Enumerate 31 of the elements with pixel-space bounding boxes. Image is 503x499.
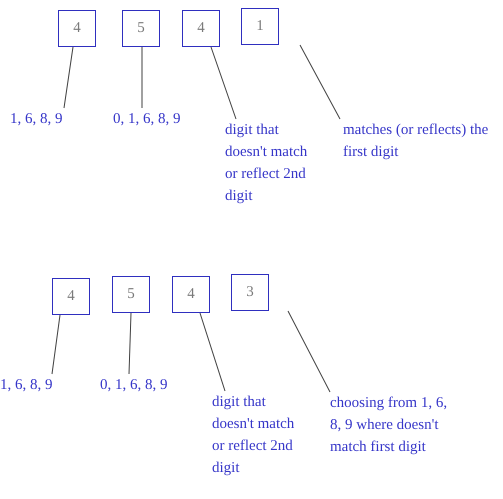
digit: 1 bbox=[256, 18, 264, 35]
digit-box bbox=[231, 274, 269, 311]
leader-line bbox=[64, 46, 74, 108]
digit-box bbox=[58, 10, 96, 47]
leader-line bbox=[210, 46, 236, 120]
annotation-text: 1, 6, 8, 9 bbox=[10, 108, 100, 130]
leader-line bbox=[300, 44, 340, 120]
digit: 4 bbox=[67, 288, 75, 305]
digit-box bbox=[182, 10, 220, 47]
digit-box bbox=[122, 10, 160, 47]
digit: 3 bbox=[246, 284, 254, 301]
digit-box bbox=[241, 8, 279, 45]
annotation-text: 0, 1, 6, 8, 9 bbox=[113, 108, 213, 130]
digit-box bbox=[52, 278, 90, 315]
digit-box bbox=[112, 276, 150, 313]
digit: 4 bbox=[73, 20, 81, 37]
annotation-text: choosing from 1, 6, 8, 9 where doesn't match first digit bbox=[330, 392, 458, 458]
leader-line bbox=[128, 312, 132, 374]
digit: 5 bbox=[137, 20, 145, 37]
digit-box bbox=[172, 276, 210, 313]
digit: 5 bbox=[127, 286, 135, 303]
leader-line bbox=[200, 312, 226, 392]
leader-line bbox=[52, 314, 60, 374]
digit: 4 bbox=[197, 20, 205, 37]
annotation-text: matches (or reflects) the first digit bbox=[343, 119, 503, 163]
annotation-text: digit that doesn't match or reflect 2nd digit bbox=[212, 391, 300, 479]
annotation-text: digit that doesn't match or reflect 2nd digit bbox=[225, 119, 313, 207]
digit: 4 bbox=[187, 286, 195, 303]
annotation-text: 1, 6, 8, 9 bbox=[0, 374, 90, 396]
leader-line bbox=[288, 310, 330, 392]
annotation-text: 0, 1, 6, 8, 9 bbox=[100, 374, 200, 396]
